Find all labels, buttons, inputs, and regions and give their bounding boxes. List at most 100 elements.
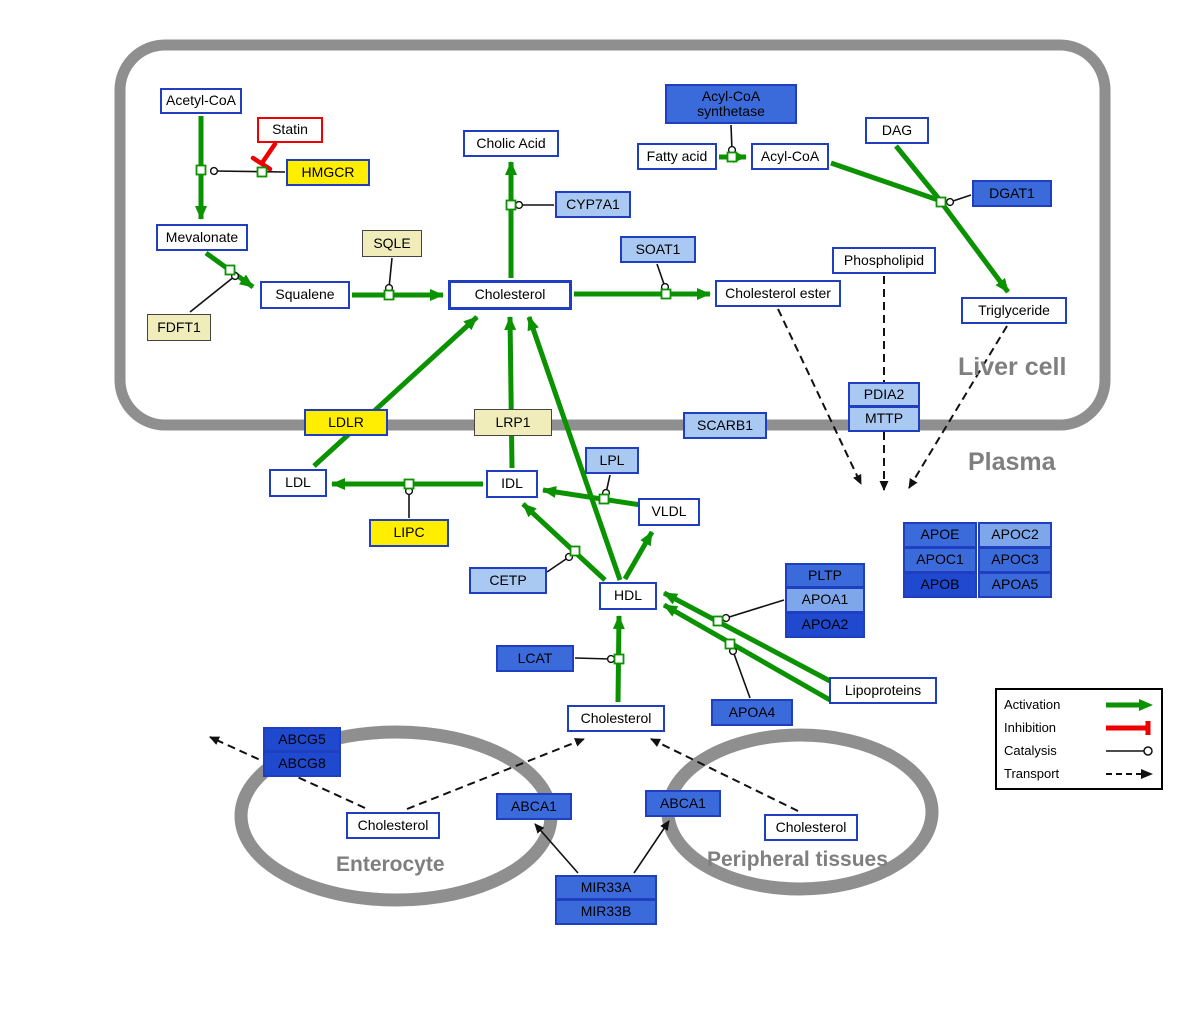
activation-arrow-icon [1106,698,1153,711]
node-ldl[interactable]: LDL [269,469,327,497]
node-cetp[interactable]: CETP [469,567,547,594]
inhibition-tee-icon [1106,720,1151,735]
process-node [505,199,517,211]
node-lcat[interactable]: LCAT [496,645,574,672]
process-node [383,289,395,301]
node-abcg8[interactable]: ABCG8 [263,751,341,777]
catalysis-apoa4 [728,646,751,699]
transport-cholesterolester-to-plasma [777,308,862,485]
catalysis-cetp [546,552,574,573]
node-apoa1[interactable]: APOA1 [785,587,865,613]
node-cholic-acid[interactable]: Cholic Acid [463,130,559,157]
activation-vldl-to-idl [542,486,642,508]
node-mevalonate[interactable]: Mevalonate [156,224,248,251]
transport-enterocyte-cholesterol-to-plasma [406,738,585,810]
process-node [224,264,236,276]
process-node [935,196,947,208]
node-apoa5[interactable]: APOA5 [978,572,1052,598]
node-apoe[interactable]: APOE [903,522,977,548]
transport-peripheral-cholesterol-to-plasma [650,738,799,812]
node-fdft1[interactable]: FDFT1 [147,314,211,341]
node-lipoproteins[interactable]: Lipoproteins [829,677,937,704]
node-cyp7a1[interactable]: CYP7A1 [555,191,631,218]
activation-hdl-to-cholesterol-via-scarb1 [526,316,623,581]
activation-lipoproteins-to-hdl-lower [662,602,832,703]
node-mttp[interactable]: MTTP [848,406,920,432]
process-node [726,151,738,163]
process-node [403,478,415,490]
process-node [598,493,610,505]
node-acyl-coa-synthetase[interactable]: Acyl-CoA synthetase [665,84,797,124]
node-vldl[interactable]: VLDL [638,498,700,526]
legend-row-activation: Activation [1004,697,1154,713]
activation-acylcoa-to-junction [830,160,942,204]
legend-inhibition-label: Inhibition [1004,720,1057,735]
activation-junction-to-triglyceride [938,200,1011,294]
node-cholesterol-liver[interactable]: Cholesterol [448,280,572,310]
enterocyte-label: Enterocyte [336,853,445,876]
catalysis-soat1 [656,263,670,292]
node-apoa4[interactable]: APOA4 [711,699,793,726]
node-scarb1[interactable]: SCARB1 [683,412,767,439]
process-node [569,545,581,557]
liver-cell-label: Liver cell [958,353,1067,381]
node-apoa2[interactable]: APOA2 [785,612,865,638]
node-apoc3[interactable]: APOC3 [978,547,1052,573]
legend: Activation Inhibition Catalysis Transpor… [995,688,1163,790]
legend-row-inhibition: Inhibition [1004,720,1154,736]
node-abcg5[interactable]: ABCG5 [263,727,341,752]
arrow-mir33-to-abca1-right [633,820,670,874]
node-cholesterol-plasma[interactable]: Cholesterol [567,705,665,732]
node-cholesterol-ester[interactable]: Cholesterol ester [715,280,841,307]
node-phospholipid[interactable]: Phospholipid [832,247,936,274]
catalysis-apoa-stack [721,599,785,623]
process-node [724,638,736,650]
process-node [660,288,672,300]
catalysis-lpl [601,474,611,498]
process-nodes [195,151,947,665]
node-soat1[interactable]: SOAT1 [620,236,696,263]
node-apoc1[interactable]: APOC1 [903,547,977,573]
legend-row-transport: Transport [1004,766,1154,782]
node-hdl[interactable]: HDL [599,582,657,610]
node-cholesterol-peripheral[interactable]: Cholesterol [764,814,858,841]
node-squalene[interactable]: Squalene [260,281,350,309]
legend-transport-label: Transport [1004,766,1060,781]
catalysis-circle-icon [1106,745,1153,756]
process-node [195,164,207,176]
node-abca1-left[interactable]: ABCA1 [496,793,572,820]
process-node [256,166,268,178]
node-lipc[interactable]: LIPC [369,519,449,547]
activation-ldl-to-cholesterol-via-ldlr [312,315,479,468]
node-lpl[interactable]: LPL [585,447,639,474]
liver-cell-membrane [114,39,1111,431]
transport-triglyceride-to-plasma [908,325,1008,489]
node-lrp1[interactable]: LRP1 [474,409,552,436]
node-triglyceride[interactable]: Triglyceride [961,297,1067,324]
activation-hdl-to-vldl [622,530,655,581]
node-apob[interactable]: APOB [903,572,977,598]
node-acyl-coa[interactable]: Acyl-CoA [751,143,829,170]
node-dag[interactable]: DAG [865,117,929,144]
node-hmgcr[interactable]: HMGCR [286,159,370,186]
node-apoc2[interactable]: APOC2 [978,522,1052,548]
node-cholesterol-enterocyte[interactable]: Cholesterol [346,812,440,839]
node-mir33b[interactable]: MIR33B [555,899,657,925]
plasma-label: Plasma [968,448,1056,476]
node-pltp[interactable]: PLTP [785,563,865,588]
node-mir33a[interactable]: MIR33A [555,875,657,900]
process-node [712,615,724,627]
node-statin[interactable]: Statin [257,117,323,143]
node-idl[interactable]: IDL [486,470,538,498]
node-dgat1[interactable]: DGAT1 [972,180,1052,207]
activation-lipoproteins-to-hdl-upper [662,590,832,684]
node-abca1-right[interactable]: ABCA1 [645,790,721,817]
node-sqle[interactable]: SQLE [362,230,422,257]
catalysis-lcat [574,654,616,664]
node-pdia2[interactable]: PDIA2 [848,382,920,407]
node-fatty-acid[interactable]: Fatty acid [637,143,717,170]
node-acetyl-coa[interactable]: Acetyl-CoA [160,88,242,114]
activation-hdl-to-idl-via-cetp [521,502,607,582]
node-ldlr[interactable]: LDLR [304,409,388,436]
inhibition-statin-stem [259,141,278,166]
